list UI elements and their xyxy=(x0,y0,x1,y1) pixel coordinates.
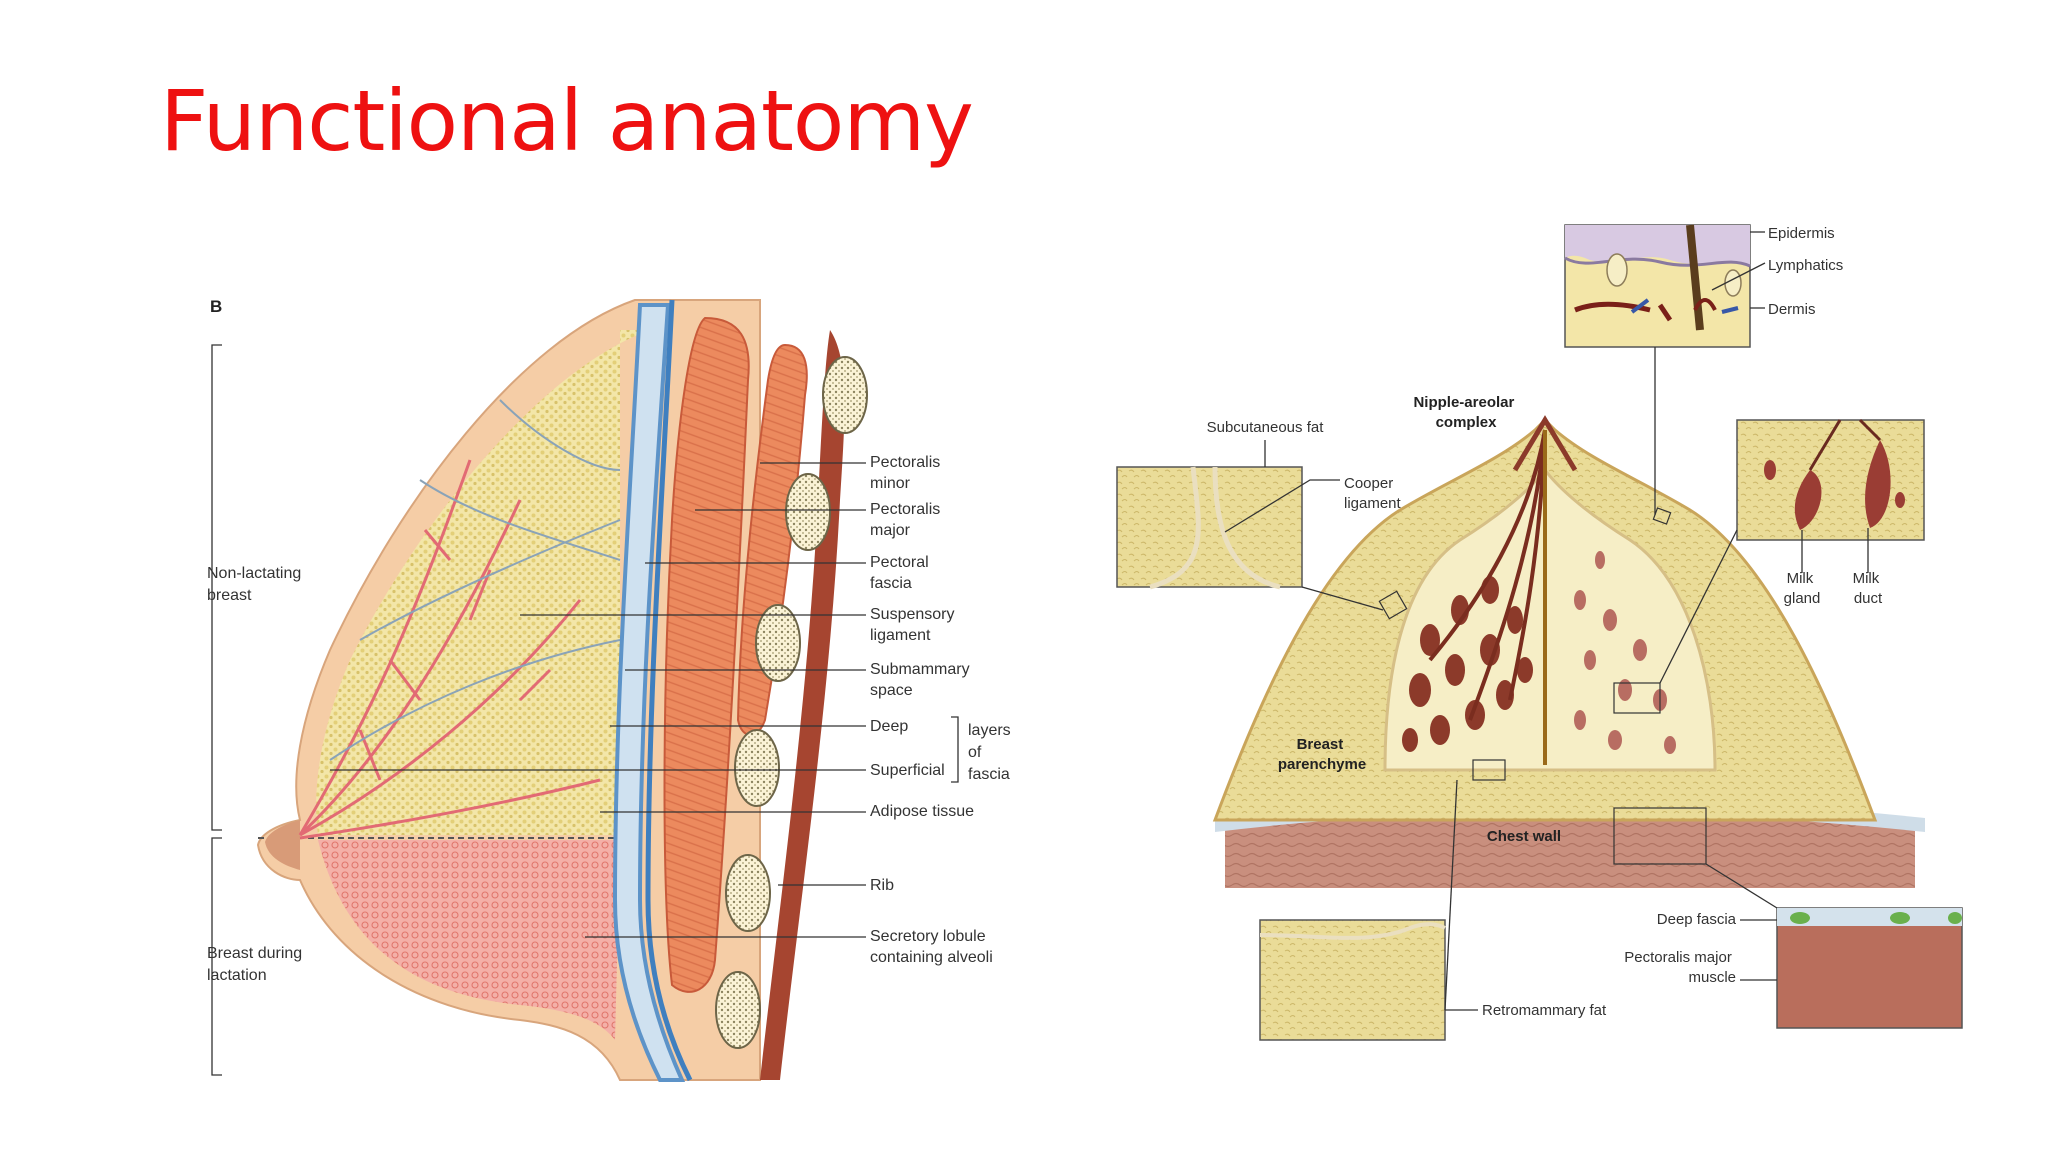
left-breast-diagram: B Non-lactating breast Breast during lac… xyxy=(207,297,1015,1082)
label-dermis: Dermis xyxy=(1768,301,1816,318)
inset-skin xyxy=(1564,224,1766,515)
ducts-left xyxy=(1428,429,1547,721)
non-lactating-bracket xyxy=(211,344,222,831)
label-rib: Rib xyxy=(870,877,894,894)
label-lymphatics: Lymphatics xyxy=(1768,257,1843,274)
lactation-label: Breast during lactation xyxy=(207,945,307,984)
ribs xyxy=(715,356,868,1049)
pectoralis-major xyxy=(663,316,750,993)
label-superficial: Superficial xyxy=(870,762,945,779)
nipple-right xyxy=(1512,415,1578,472)
inset-subcutaneous-fat xyxy=(1116,440,1384,611)
left-leader-lines xyxy=(330,462,959,938)
right-breast-cross-section: Epidermis Lymphatics Dermis Nipple-areol… xyxy=(1116,224,1963,1041)
inset-deep-fascia xyxy=(1705,863,1963,1029)
callout-markers xyxy=(1378,507,1707,865)
label-pectoralis-major-muscle: Pectoralis major muscle xyxy=(1624,949,1736,986)
label-cooper-ligament: Cooper ligament xyxy=(1344,475,1402,512)
rib-5 xyxy=(725,854,771,932)
label-chest-wall: Chest wall xyxy=(1487,828,1561,845)
rib-1 xyxy=(822,356,868,434)
rib-2 xyxy=(785,473,831,551)
label-nipple-areolar-complex: Nipple-areolar complex xyxy=(1413,394,1518,431)
lobules-right xyxy=(1574,551,1676,754)
label-milk-duct: Milk duct xyxy=(1853,570,1884,607)
rib-6 xyxy=(715,971,761,1049)
inset-milk-gland xyxy=(1659,418,1925,684)
panel-letter: B xyxy=(210,297,222,316)
non-lactating-label: Non-lactating breast xyxy=(207,565,306,604)
deep-fascia-line xyxy=(645,299,693,1082)
fascia-band xyxy=(612,303,686,1082)
lactating-gland xyxy=(318,840,620,1040)
label-breast-parenchyme: Breast parenchyme xyxy=(1278,736,1366,773)
slide-title: Functional anatomy xyxy=(160,72,974,170)
non-lactating-fat xyxy=(316,330,650,835)
lactation-bracket xyxy=(211,837,222,1076)
label-epidermis: Epidermis xyxy=(1768,225,1835,242)
label-subcutaneous-fat: Subcutaneous fat xyxy=(1207,419,1325,436)
rib-4 xyxy=(734,729,780,807)
label-deep: Deep xyxy=(870,718,908,735)
suspensory-ligaments xyxy=(329,399,621,761)
chest-wall xyxy=(1225,810,1915,888)
nipple xyxy=(265,820,300,870)
label-deep-fascia: Deep fascia xyxy=(1657,911,1737,928)
rib-3 xyxy=(755,604,801,682)
inset-retromammary-fat xyxy=(1259,779,1478,1041)
label-milk-gland: Milk gland xyxy=(1784,570,1821,607)
label-retromammary-fat: Retromammary fat xyxy=(1482,1002,1607,1019)
label-layers-of-fascia: layers of fascia xyxy=(968,722,1015,783)
label-adipose-tissue: Adipose tissue xyxy=(870,803,974,820)
right-structure-labels: Epidermis Lymphatics Dermis Nipple-areol… xyxy=(1207,225,1884,1019)
duct-network xyxy=(298,459,601,840)
